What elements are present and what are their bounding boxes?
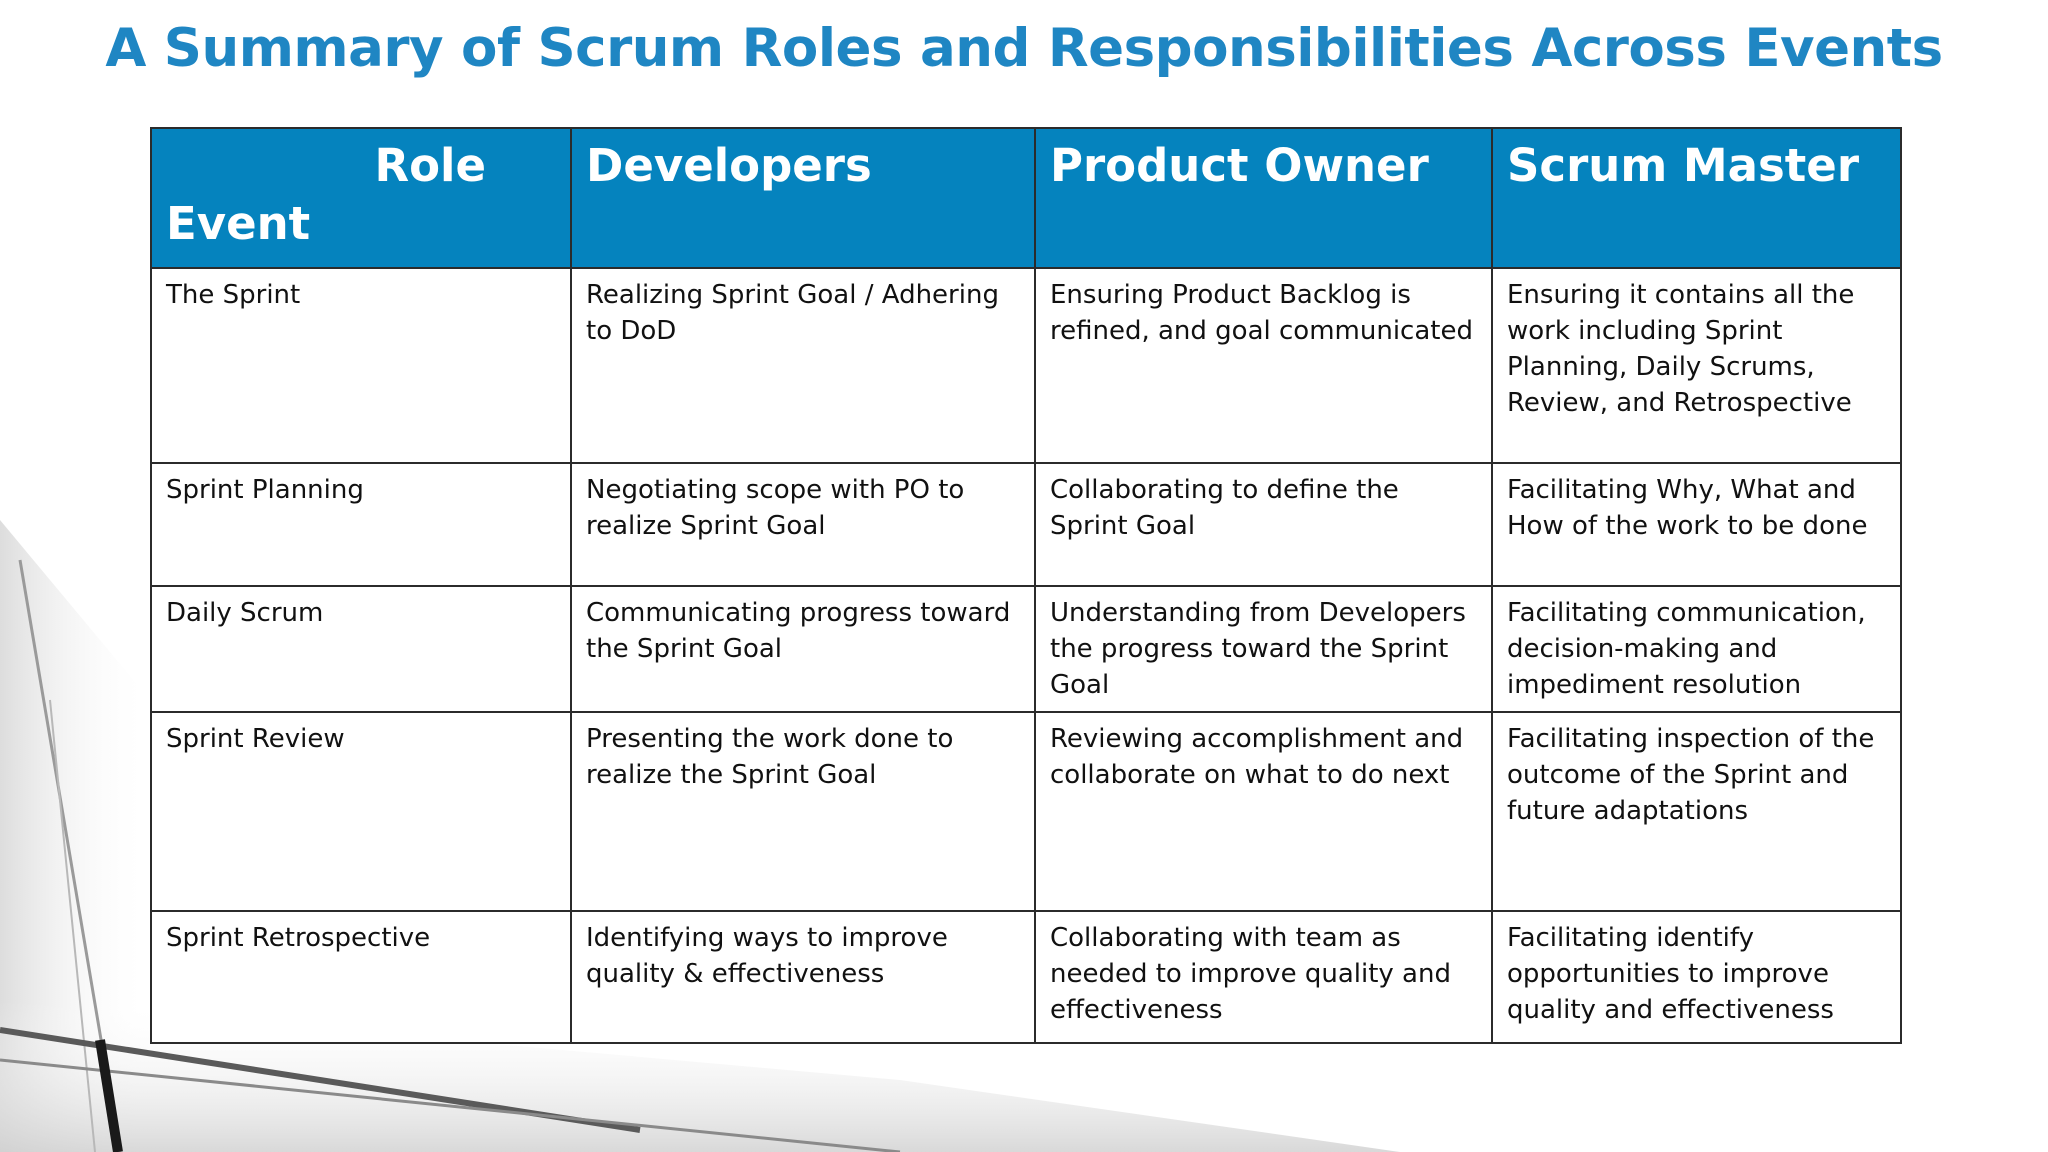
developers-cell: Negotiating scope with PO to realize Spr… bbox=[570, 462, 1036, 587]
scrum-master-cell: Facilitating inspection of the outcome o… bbox=[1491, 711, 1902, 912]
event-cell: Sprint Review bbox=[150, 711, 572, 912]
scrum-master-cell: Facilitating Why, What and How of the wo… bbox=[1491, 462, 1902, 587]
event-cell: Sprint Planning bbox=[150, 462, 572, 587]
event-cell: The Sprint bbox=[150, 267, 572, 464]
product-owner-cell: Reviewing accomplishment and collaborate… bbox=[1034, 711, 1493, 912]
scrum-master-cell: Facilitating identify opportunities to i… bbox=[1491, 910, 1902, 1044]
product-owner-cell: Collaborating with team as needed to imp… bbox=[1034, 910, 1493, 1044]
column-header-scrum-master: Scrum Master bbox=[1491, 127, 1902, 269]
developers-cell: Communicating progress toward the Sprint… bbox=[570, 585, 1036, 713]
scrum-master-cell: Ensuring it contains all the work includ… bbox=[1491, 267, 1902, 464]
table-row: Sprint Retrospective Identifying ways to… bbox=[150, 910, 1902, 1044]
scrum-master-cell: Facilitating communication, decision-mak… bbox=[1491, 585, 1902, 713]
page-title: A Summary of Scrum Roles and Responsibil… bbox=[105, 18, 1943, 79]
product-owner-cell: Understanding from Developers the progre… bbox=[1034, 585, 1493, 713]
column-header-developers: Developers bbox=[570, 127, 1036, 269]
table-row: Sprint Review Presenting the work done t… bbox=[150, 711, 1902, 912]
product-owner-cell: Collaborating to define the Sprint Goal bbox=[1034, 462, 1493, 587]
header-row: Role Event Developers Product Owner Scru… bbox=[150, 127, 1902, 269]
event-cell: Sprint Retrospective bbox=[150, 910, 572, 1044]
corner-header-cell: Role Event bbox=[150, 127, 572, 269]
role-label: Role bbox=[374, 139, 486, 192]
developers-cell: Presenting the work done to realize the … bbox=[570, 711, 1036, 912]
event-cell: Daily Scrum bbox=[150, 585, 572, 713]
developers-cell: Identifying ways to improve quality & ef… bbox=[570, 910, 1036, 1044]
developers-cell: Realizing Sprint Goal / Adhering to DoD bbox=[570, 267, 1036, 464]
event-label: Event bbox=[166, 197, 311, 250]
product-owner-cell: Ensuring Product Backlog is refined, and… bbox=[1034, 267, 1493, 464]
table-row: Daily Scrum Communicating progress towar… bbox=[150, 585, 1902, 713]
column-header-product-owner: Product Owner bbox=[1034, 127, 1493, 269]
table-row: Sprint Planning Negotiating scope with P… bbox=[150, 462, 1902, 587]
table-row: The Sprint Realizing Sprint Goal / Adher… bbox=[150, 267, 1902, 464]
roles-table: Role Event Developers Product Owner Scru… bbox=[150, 127, 1902, 1044]
